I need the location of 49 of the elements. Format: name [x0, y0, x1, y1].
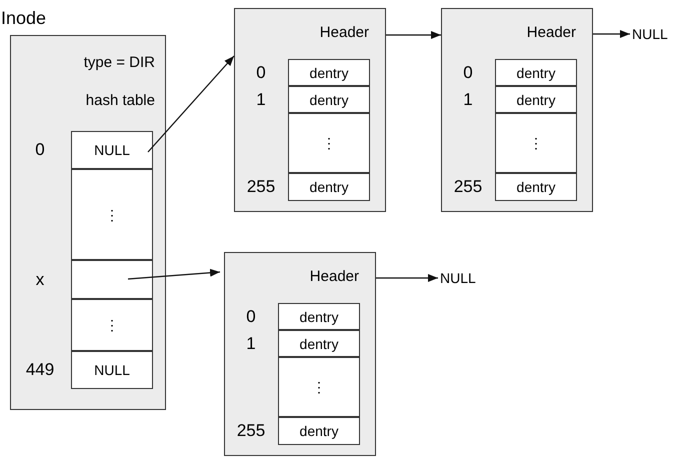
arrow — [128, 268, 220, 280]
structure-panel — [224, 252, 376, 456]
cell-text: dentry — [310, 64, 348, 80]
field-label: hash table — [86, 92, 155, 109]
arrow — [148, 56, 234, 152]
index-label: 0 — [245, 306, 257, 326]
index-label: 255 — [246, 177, 276, 197]
table-cell — [71, 299, 153, 351]
index-label: 449 — [24, 360, 56, 380]
table-cell — [495, 113, 577, 173]
index-label: 0 — [255, 62, 267, 82]
table-cell — [71, 169, 153, 260]
cell-text: dentry — [516, 64, 556, 80]
cell-text: dentry — [300, 308, 338, 324]
index-label: x — [34, 270, 46, 290]
header-label: Header — [320, 24, 369, 41]
table-cell — [288, 113, 370, 173]
cell-text: dentry — [516, 179, 556, 195]
arrow — [593, 30, 630, 38]
cell-text: ⋮ — [105, 317, 119, 333]
index-label: 1 — [245, 334, 257, 354]
header-label: Header — [310, 268, 359, 285]
cell-text: dentry — [310, 179, 348, 195]
cell-text: ⋮ — [312, 379, 326, 395]
index-label: 255 — [236, 421, 266, 441]
null-text: NULL — [632, 26, 668, 42]
cell-text: dentry — [516, 92, 556, 108]
index-label: 0 — [34, 140, 46, 160]
cell-text: ⋮ — [105, 206, 119, 222]
index-label: 1 — [462, 90, 474, 110]
index-label: 1 — [255, 90, 267, 110]
cell-text: ⋮ — [529, 135, 543, 151]
panel-title: Inode — [1, 8, 46, 29]
structure-panel — [234, 8, 386, 212]
arrow — [376, 274, 438, 282]
cell-text: dentry — [300, 423, 338, 439]
cell-text: dentry — [300, 336, 338, 352]
cell-text: NULL — [94, 362, 130, 378]
index-label: 0 — [462, 62, 474, 82]
field-label: type = DIR — [84, 54, 155, 71]
cell-text: dentry — [310, 92, 348, 108]
cell-text: ⋮ — [322, 135, 336, 151]
arrow — [386, 31, 441, 39]
table-cell — [278, 357, 360, 417]
index-label: 255 — [452, 177, 484, 197]
cell-text: NULL — [94, 142, 130, 158]
null-text: NULL — [440, 270, 476, 286]
header-label: Header — [526, 24, 576, 41]
structure-panel — [441, 8, 593, 212]
